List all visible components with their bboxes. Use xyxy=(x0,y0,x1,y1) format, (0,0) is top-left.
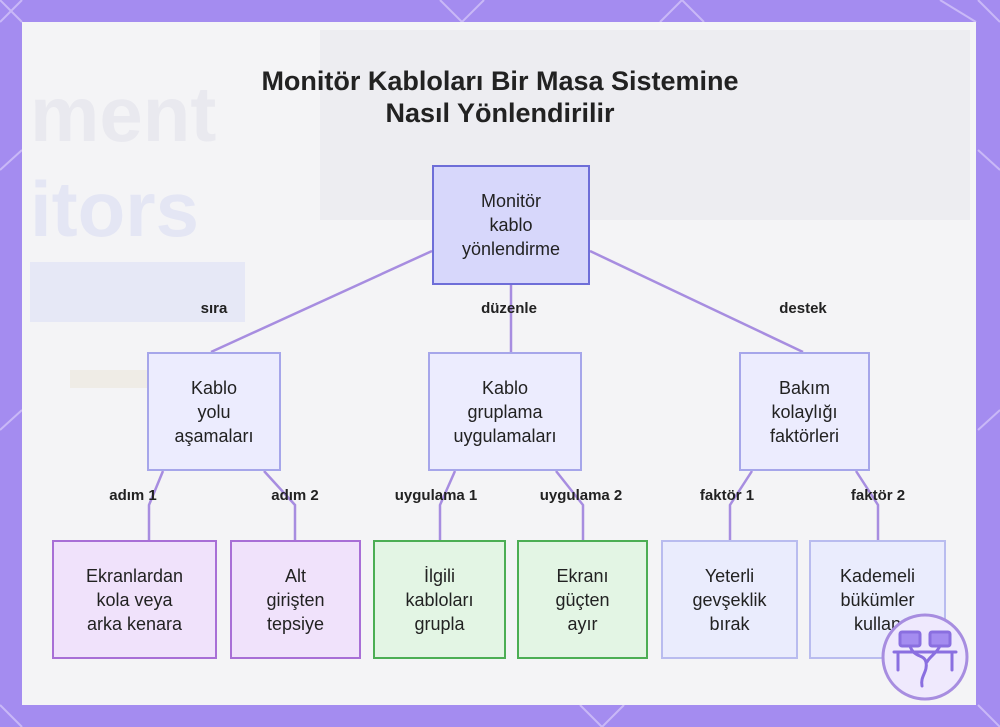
step-1-label: Ekranlardan kola veya arka kenara xyxy=(85,565,184,634)
path-stages-node: Kablo yolu aşamaları xyxy=(147,352,281,471)
maintenance-factors-label: Bakım kolaylığı faktörleri xyxy=(769,377,840,446)
factor-1-label: Yeterli gevşeklik bırak xyxy=(692,565,767,634)
edge-label-uygulama-1: uygulama 1 xyxy=(394,487,478,504)
edge-label-faktor-2: faktör 2 xyxy=(850,487,906,504)
application-1-label: İlgili kabloları grupla xyxy=(405,565,474,634)
title-line-1: Monitör Kabloları Bir Masa Sistemine xyxy=(261,66,739,96)
factor-2-label: Kademeli bükümler kullan xyxy=(839,565,916,634)
edge-label-uygulama-2: uygulama 2 xyxy=(539,487,623,504)
factor-2-node: Kademeli bükümler kullan xyxy=(809,540,946,659)
step-2-label: Alt girişten tepsiye xyxy=(266,565,325,634)
application-2-label: Ekranı güçten ayır xyxy=(555,565,610,634)
background-blurred-button xyxy=(30,262,245,322)
step-2-node: Alt girişten tepsiye xyxy=(230,540,361,659)
edge-label-sira: sıra xyxy=(200,300,228,317)
grouping-practices-label: Kablo gruplama uygulamaları xyxy=(453,377,557,446)
edge-label-duzenle: düzenle xyxy=(481,300,537,317)
background-blurred-monitor xyxy=(320,30,970,220)
grouping-practices-node: Kablo gruplama uygulamaları xyxy=(428,352,582,471)
edge-label-faktor-1: faktör 1 xyxy=(699,487,755,504)
root-node-label: Monitör kablo yönlendirme xyxy=(461,191,561,259)
edge-label-adim-2: adım 2 xyxy=(271,487,319,504)
path-stages-label: Kablo yolu aşamaları xyxy=(174,377,254,446)
edge-label-destek: destek xyxy=(779,300,827,317)
application-1-node: İlgili kabloları grupla xyxy=(373,540,506,659)
background-text-line-2: itors xyxy=(30,165,200,253)
edge-label-adim-1: adım 1 xyxy=(109,487,157,504)
background-text-line-1: ment xyxy=(30,70,217,158)
desk-monitors-icon xyxy=(881,613,969,701)
maintenance-factors-node: Bakım kolaylığı faktörleri xyxy=(739,352,870,471)
root-node: Monitör kablo yönlendirme xyxy=(432,165,590,285)
title-line-2: Nasıl Yönlendirilir xyxy=(385,98,615,128)
page-title: Monitör Kabloları Bir Masa Sistemine Nas… xyxy=(0,65,1000,129)
application-2-node: Ekranı güçten ayır xyxy=(517,540,648,659)
factor-1-node: Yeterli gevşeklik bırak xyxy=(661,540,798,659)
step-1-node: Ekranlardan kola veya arka kenara xyxy=(52,540,217,659)
